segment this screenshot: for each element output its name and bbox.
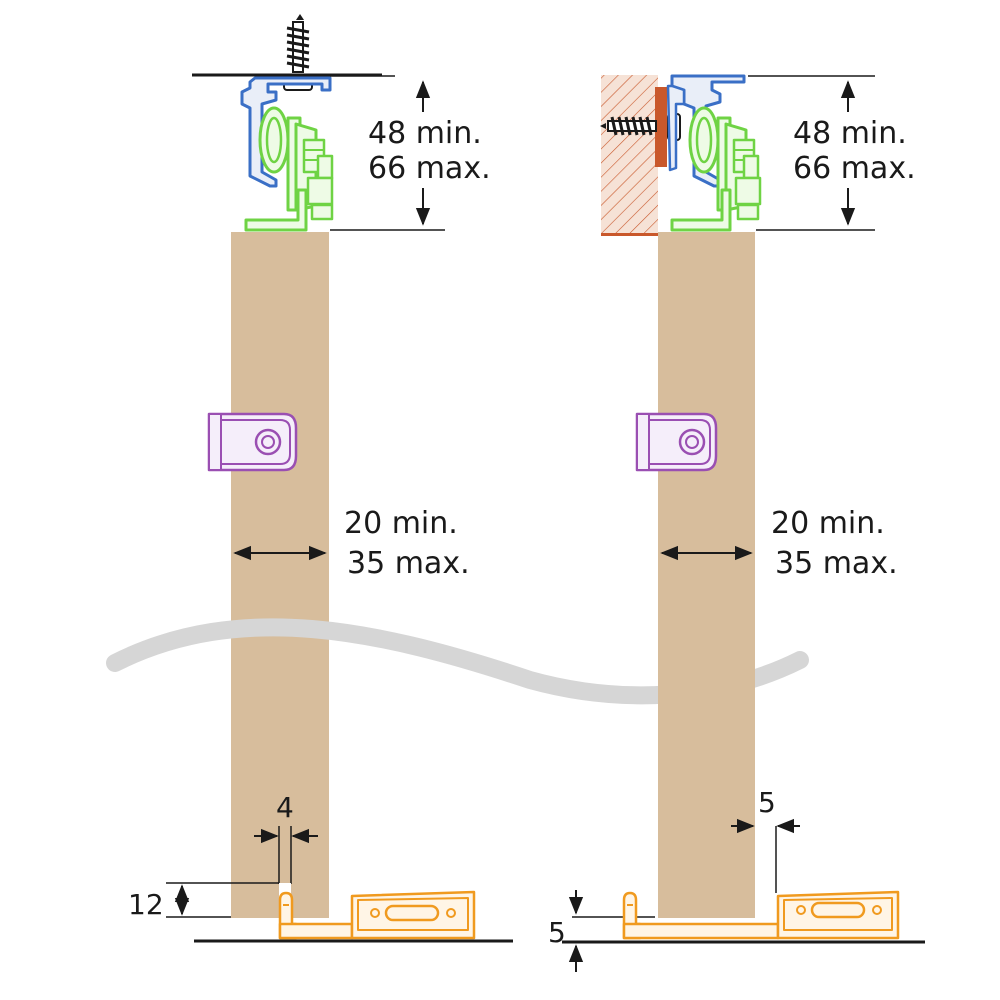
right-thickness-dim-line2: 35 max. bbox=[775, 546, 898, 581]
left-height-dim-line2: 66 max. bbox=[368, 151, 491, 186]
right-trolley-assembly bbox=[670, 106, 762, 232]
left-wall-guide bbox=[207, 412, 298, 472]
left-thickness-dim-line2: 35 max. bbox=[347, 546, 470, 581]
trolley-assembly bbox=[244, 106, 334, 232]
wall-section bbox=[601, 75, 658, 235]
right-door-panel bbox=[658, 232, 755, 918]
right-side-gap-dim: 5 bbox=[758, 786, 776, 819]
right-floor-gap-dim: 5 bbox=[548, 916, 566, 949]
right-height-dim-line1: 48 min. bbox=[793, 116, 907, 151]
right-height-dim-line2: 66 max. bbox=[793, 151, 916, 186]
right-view: 48 min. 66 max. 20 min. 35 max. 5 5 bbox=[548, 74, 925, 972]
right-floor-guide bbox=[622, 890, 900, 940]
left-thickness-dim-line1: 20 min. bbox=[344, 506, 458, 541]
left-view: 48 min. 66 max. 20 min. 35 max. 4 12 bbox=[128, 14, 513, 943]
right-thickness-dim-line1: 20 min. bbox=[771, 506, 885, 541]
left-door-panel bbox=[231, 232, 329, 918]
left-floor-guide bbox=[278, 890, 476, 940]
left-slot-gap-dim: 4 bbox=[276, 791, 294, 824]
right-wall-guide bbox=[635, 412, 718, 472]
left-groove-depth-dim: 12 bbox=[128, 888, 164, 921]
left-height-dim-line1: 48 min. bbox=[368, 116, 482, 151]
